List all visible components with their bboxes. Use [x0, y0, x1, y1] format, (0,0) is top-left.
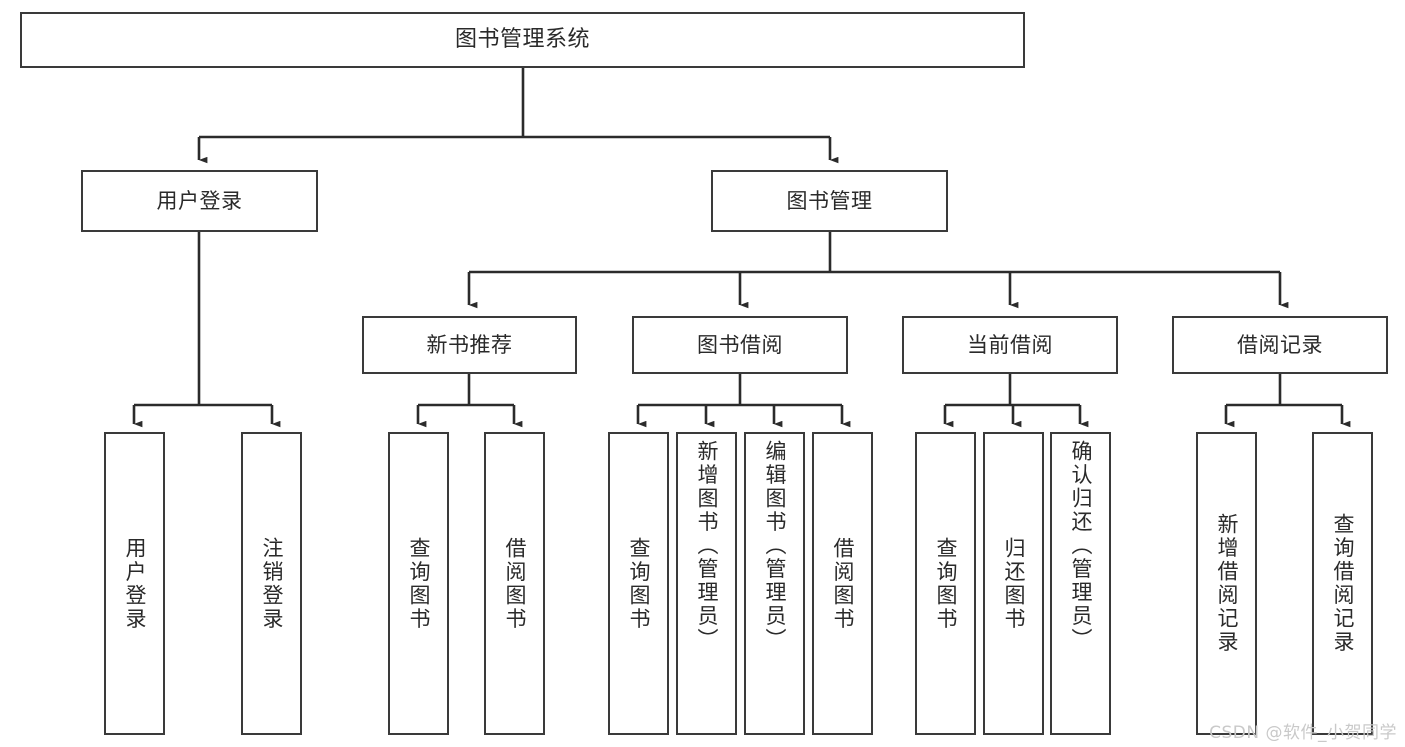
leaf-edit-book[interactable]: 编辑图书（管理员）	[744, 432, 805, 735]
node-label: 查询借阅记录	[1331, 513, 1355, 654]
node-label: 确认归还（管理员）	[1069, 440, 1093, 652]
node-label: 借阅记录	[1237, 332, 1323, 357]
node-label: 当前借阅	[967, 332, 1053, 357]
node-label: 编辑图书（管理员）	[763, 440, 787, 652]
leaf-borrow-book-recommend[interactable]: 借阅图书	[484, 432, 545, 735]
leaf-add-borrow-record[interactable]: 新增借阅记录	[1196, 432, 1257, 735]
leaf-borrow-book[interactable]: 借阅图书	[812, 432, 873, 735]
node-label: 图书管理系统	[454, 27, 590, 53]
leaf-query-book-recommend[interactable]: 查询图书	[388, 432, 449, 735]
node-user-login[interactable]: 用户登录	[81, 170, 318, 232]
node-label: 新增图书（管理员）	[695, 440, 719, 652]
node-label: 归还图书	[1002, 536, 1026, 631]
leaf-query-book-current[interactable]: 查询图书	[915, 432, 976, 735]
node-label: 查询图书	[627, 536, 651, 631]
node-label: 用户登录	[123, 536, 147, 631]
leaf-query-borrow-record[interactable]: 查询借阅记录	[1312, 432, 1373, 735]
node-label: 新书推荐	[426, 332, 513, 357]
node-label: 用户登录	[156, 188, 243, 213]
leaf-return-book[interactable]: 归还图书	[983, 432, 1044, 735]
node-book-management[interactable]: 图书管理	[711, 170, 948, 232]
node-label: 查询图书	[934, 536, 958, 631]
leaf-add-book[interactable]: 新增图书（管理员）	[676, 432, 737, 735]
node-root-system[interactable]: 图书管理系统	[20, 12, 1025, 68]
leaf-confirm-return[interactable]: 确认归还（管理员）	[1050, 432, 1111, 735]
node-label: 新增借阅记录	[1215, 513, 1239, 654]
node-current-borrow[interactable]: 当前借阅	[902, 316, 1118, 374]
node-label: 图书管理	[786, 188, 873, 213]
node-new-book-recommend[interactable]: 新书推荐	[362, 316, 577, 374]
leaf-user-login[interactable]: 用户登录	[104, 432, 165, 735]
csdn-watermark: CSDN @软件_小贺同学	[1209, 723, 1397, 743]
node-label: 借阅图书	[831, 536, 855, 631]
node-borrow-record[interactable]: 借阅记录	[1172, 316, 1388, 374]
node-label: 查询图书	[407, 536, 431, 631]
node-label: 图书借阅	[697, 332, 783, 357]
node-label: 借阅图书	[503, 536, 527, 631]
node-label: 注销登录	[260, 536, 284, 631]
leaf-query-book-borrow[interactable]: 查询图书	[608, 432, 669, 735]
leaf-logout-login[interactable]: 注销登录	[241, 432, 302, 735]
node-book-borrow[interactable]: 图书借阅	[632, 316, 848, 374]
